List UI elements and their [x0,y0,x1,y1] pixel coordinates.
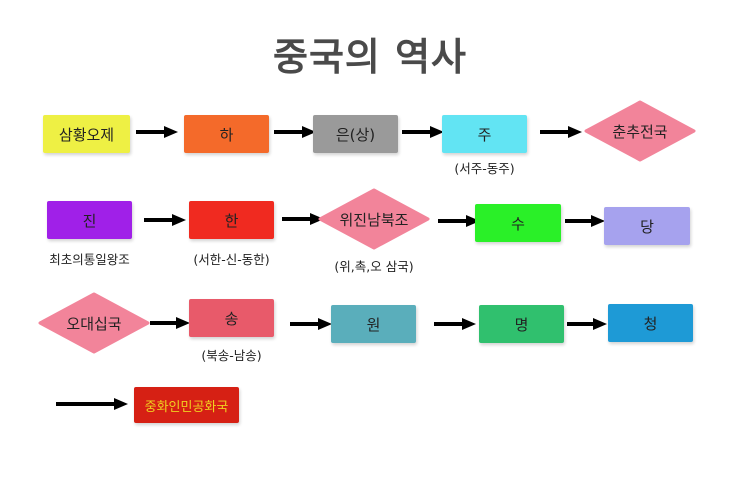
arrow-su-dang [565,215,605,227]
note-jin: 최초의통일왕조 [49,252,130,267]
arrow-han-wijin [282,213,324,225]
node-odae-label: 오대십국 [66,314,122,333]
note-ju: (서주-동주) [454,161,515,176]
arrow-jin-han [144,214,186,226]
node-han-label: 한 [224,211,239,230]
note-wijin: (위,촉,오 삼국) [334,259,414,274]
node-cheong: 청 [608,304,693,342]
node-eun-label: 은(상) [335,125,376,144]
node-odae: 오대십국 [38,292,150,354]
node-samhwang: 삼황오제 [43,115,130,153]
node-won: 원 [331,305,416,343]
node-chunchu-label: 춘추전국 [612,122,668,141]
arrow-wijin-su [438,215,480,227]
node-song-label: 송 [224,309,239,328]
arrow-won-myeong [434,318,476,330]
node-song: 송 [189,299,274,337]
node-eun: 은(상) [313,115,398,153]
node-prc: 중화인민공화국 [134,387,239,423]
node-chunchu: 춘추전국 [584,100,696,162]
note-song: (북송-남송) [201,348,262,363]
node-wijin-label: 위진남북조 [339,210,409,229]
node-prc-label: 중화인민공화국 [144,399,229,415]
node-myeong-label: 명 [514,315,529,334]
node-ju-label: 주 [477,125,492,144]
node-han: 한 [189,201,274,239]
node-jin-label: 진 [82,211,97,230]
node-wijin: 위진남북조 [318,188,430,250]
arrow-myeong-cheong [567,318,607,330]
node-dang-label: 당 [640,217,654,236]
node-ha-label: 하 [219,125,234,144]
node-su: 수 [475,204,561,242]
arrow-to-prc [56,398,128,410]
node-myeong: 명 [479,305,564,343]
node-samhwang-label: 삼황오제 [58,125,115,144]
note-han: (서한-신-동한) [193,252,270,267]
node-won-label: 원 [366,315,381,334]
node-su-label: 수 [511,214,525,233]
arrow-eun-ju [402,126,444,138]
node-dang: 당 [604,207,690,245]
node-cheong-label: 청 [643,314,658,333]
node-ha: 하 [184,115,269,153]
page-title: 중국의 역사 [272,35,468,79]
arrow-samhwang-ha [136,126,178,138]
arrow-odae-song [150,317,190,329]
node-ju: 주 [442,115,527,153]
arrow-ju-chunchu [540,126,582,138]
arrow-song-won [290,318,332,330]
node-jin: 진 [47,201,132,239]
arrow-ha-eun [274,126,316,138]
